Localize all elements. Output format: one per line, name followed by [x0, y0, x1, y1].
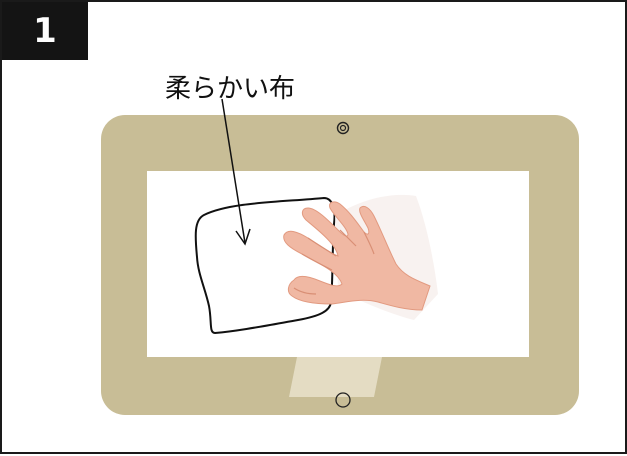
wiping-hand — [283, 201, 431, 311]
pointer-arrow — [221, 98, 251, 246]
cloth-caption: 柔らかい布 — [165, 74, 296, 104]
screen-reflection — [289, 357, 382, 397]
camera-lens-icon — [336, 121, 350, 135]
home-button-icon — [335, 392, 351, 408]
step-number-badge: 1 — [2, 2, 88, 60]
